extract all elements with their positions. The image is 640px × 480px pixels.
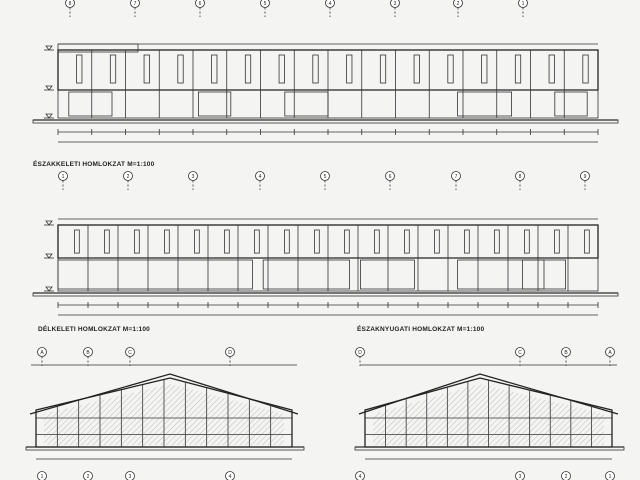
svg-text:5: 5: [324, 174, 327, 180]
svg-text:4: 4: [259, 174, 262, 180]
grid-axis-2: 2: [83, 471, 93, 480]
grid-axis-2: 2: [123, 171, 133, 190]
grid-axis-4: 4: [225, 471, 235, 480]
grid-axis-3: 3: [515, 471, 525, 480]
label-northwest-elevation: ÉSZAKNYUGATI HOMLOKZAT M=1:100: [357, 326, 485, 333]
grid-axis-C: C: [125, 347, 135, 366]
raised-block-top: [57, 43, 139, 53]
grid-axes-northeast: 1 2 3 4 5 6 7 8 9: [58, 171, 590, 190]
svg-text:A: A: [40, 350, 44, 356]
svg-text:B: B: [564, 350, 568, 356]
grid-axis-7: 7: [130, 0, 140, 17]
svg-text:C: C: [128, 350, 132, 356]
grid-axis-D: D: [225, 347, 235, 366]
grid-axis-5: 5: [260, 0, 270, 17]
grid-axis-5: 5: [320, 171, 330, 190]
svg-text:3: 3: [129, 474, 132, 480]
grid-axis-1: 1: [605, 471, 615, 480]
elevation-northwest: [354, 364, 625, 460]
svg-text:2: 2: [87, 474, 90, 480]
grid-axis-8: 8: [65, 0, 75, 17]
grid-axis-B: B: [83, 347, 93, 366]
svg-text:2: 2: [127, 174, 130, 180]
svg-text:9: 9: [584, 174, 587, 180]
svg-text:1: 1: [609, 474, 612, 480]
grid-axis-A: A: [605, 347, 615, 366]
svg-text:4: 4: [359, 474, 362, 480]
svg-text:3: 3: [519, 474, 522, 480]
grid-axes-bottom-nw: 4 3 2 1: [355, 471, 615, 480]
grid-axis-1: 1: [37, 471, 47, 480]
grid-axis-6: 6: [385, 171, 395, 190]
svg-text:C: C: [518, 350, 522, 356]
svg-text:3: 3: [192, 174, 195, 180]
label-southeast-elevation: DÉLKELETI HOMLOKZAT M=1:100: [38, 326, 150, 333]
svg-text:8: 8: [69, 1, 72, 7]
svg-text:5: 5: [264, 1, 267, 7]
grid-axis-4: 4: [355, 471, 365, 480]
grid-axis-9: 9: [580, 171, 590, 190]
svg-text:1: 1: [522, 1, 525, 7]
grid-axes-top: 8 7 6 5 4 3 2 1: [65, 0, 528, 17]
svg-text:3: 3: [394, 1, 397, 7]
grid-axis-C: C: [515, 347, 525, 366]
label-northeast-elevation: ÉSZAKKELETI HOMLOKZAT M=1:100: [33, 161, 155, 168]
svg-text:D: D: [228, 350, 232, 356]
svg-text:8: 8: [519, 174, 522, 180]
grid-axis-6: 6: [195, 0, 205, 17]
grid-axis-A: A: [37, 347, 47, 366]
svg-text:4: 4: [229, 474, 232, 480]
elevation-northeast: [32, 218, 619, 316]
svg-text:B: B: [86, 350, 90, 356]
grid-axis-B: B: [561, 347, 571, 366]
svg-text:6: 6: [389, 174, 392, 180]
svg-text:2: 2: [457, 1, 460, 7]
elevation-southeast: [25, 364, 305, 460]
svg-text:7: 7: [134, 1, 137, 7]
grid-axis-1: 1: [58, 171, 68, 190]
grid-axes-bottom-se: 1 2 3 4: [37, 471, 235, 480]
grid-axis-3: 3: [390, 0, 400, 17]
svg-text:D: D: [358, 350, 362, 356]
grid-axis-4: 4: [255, 171, 265, 190]
svg-text:7: 7: [455, 174, 458, 180]
svg-text:4: 4: [329, 1, 332, 7]
svg-text:2: 2: [565, 474, 568, 480]
grid-axis-1: 1: [518, 0, 528, 17]
svg-text:6: 6: [199, 1, 202, 7]
grid-axis-3: 3: [188, 171, 198, 190]
grid-axis-7: 7: [451, 171, 461, 190]
grid-axes-southeast: A B C D: [37, 347, 235, 366]
grid-axis-2: 2: [561, 471, 571, 480]
grid-axis-2: 2: [453, 0, 463, 17]
grid-axis-3: 3: [125, 471, 135, 480]
svg-text:A: A: [608, 350, 612, 356]
svg-text:1: 1: [62, 174, 65, 180]
grid-axis-4: 4: [325, 0, 335, 17]
grid-axis-D: D: [355, 347, 365, 366]
svg-text:1: 1: [41, 474, 44, 480]
elevation-top: [32, 43, 619, 143]
grid-axis-8: 8: [515, 171, 525, 190]
